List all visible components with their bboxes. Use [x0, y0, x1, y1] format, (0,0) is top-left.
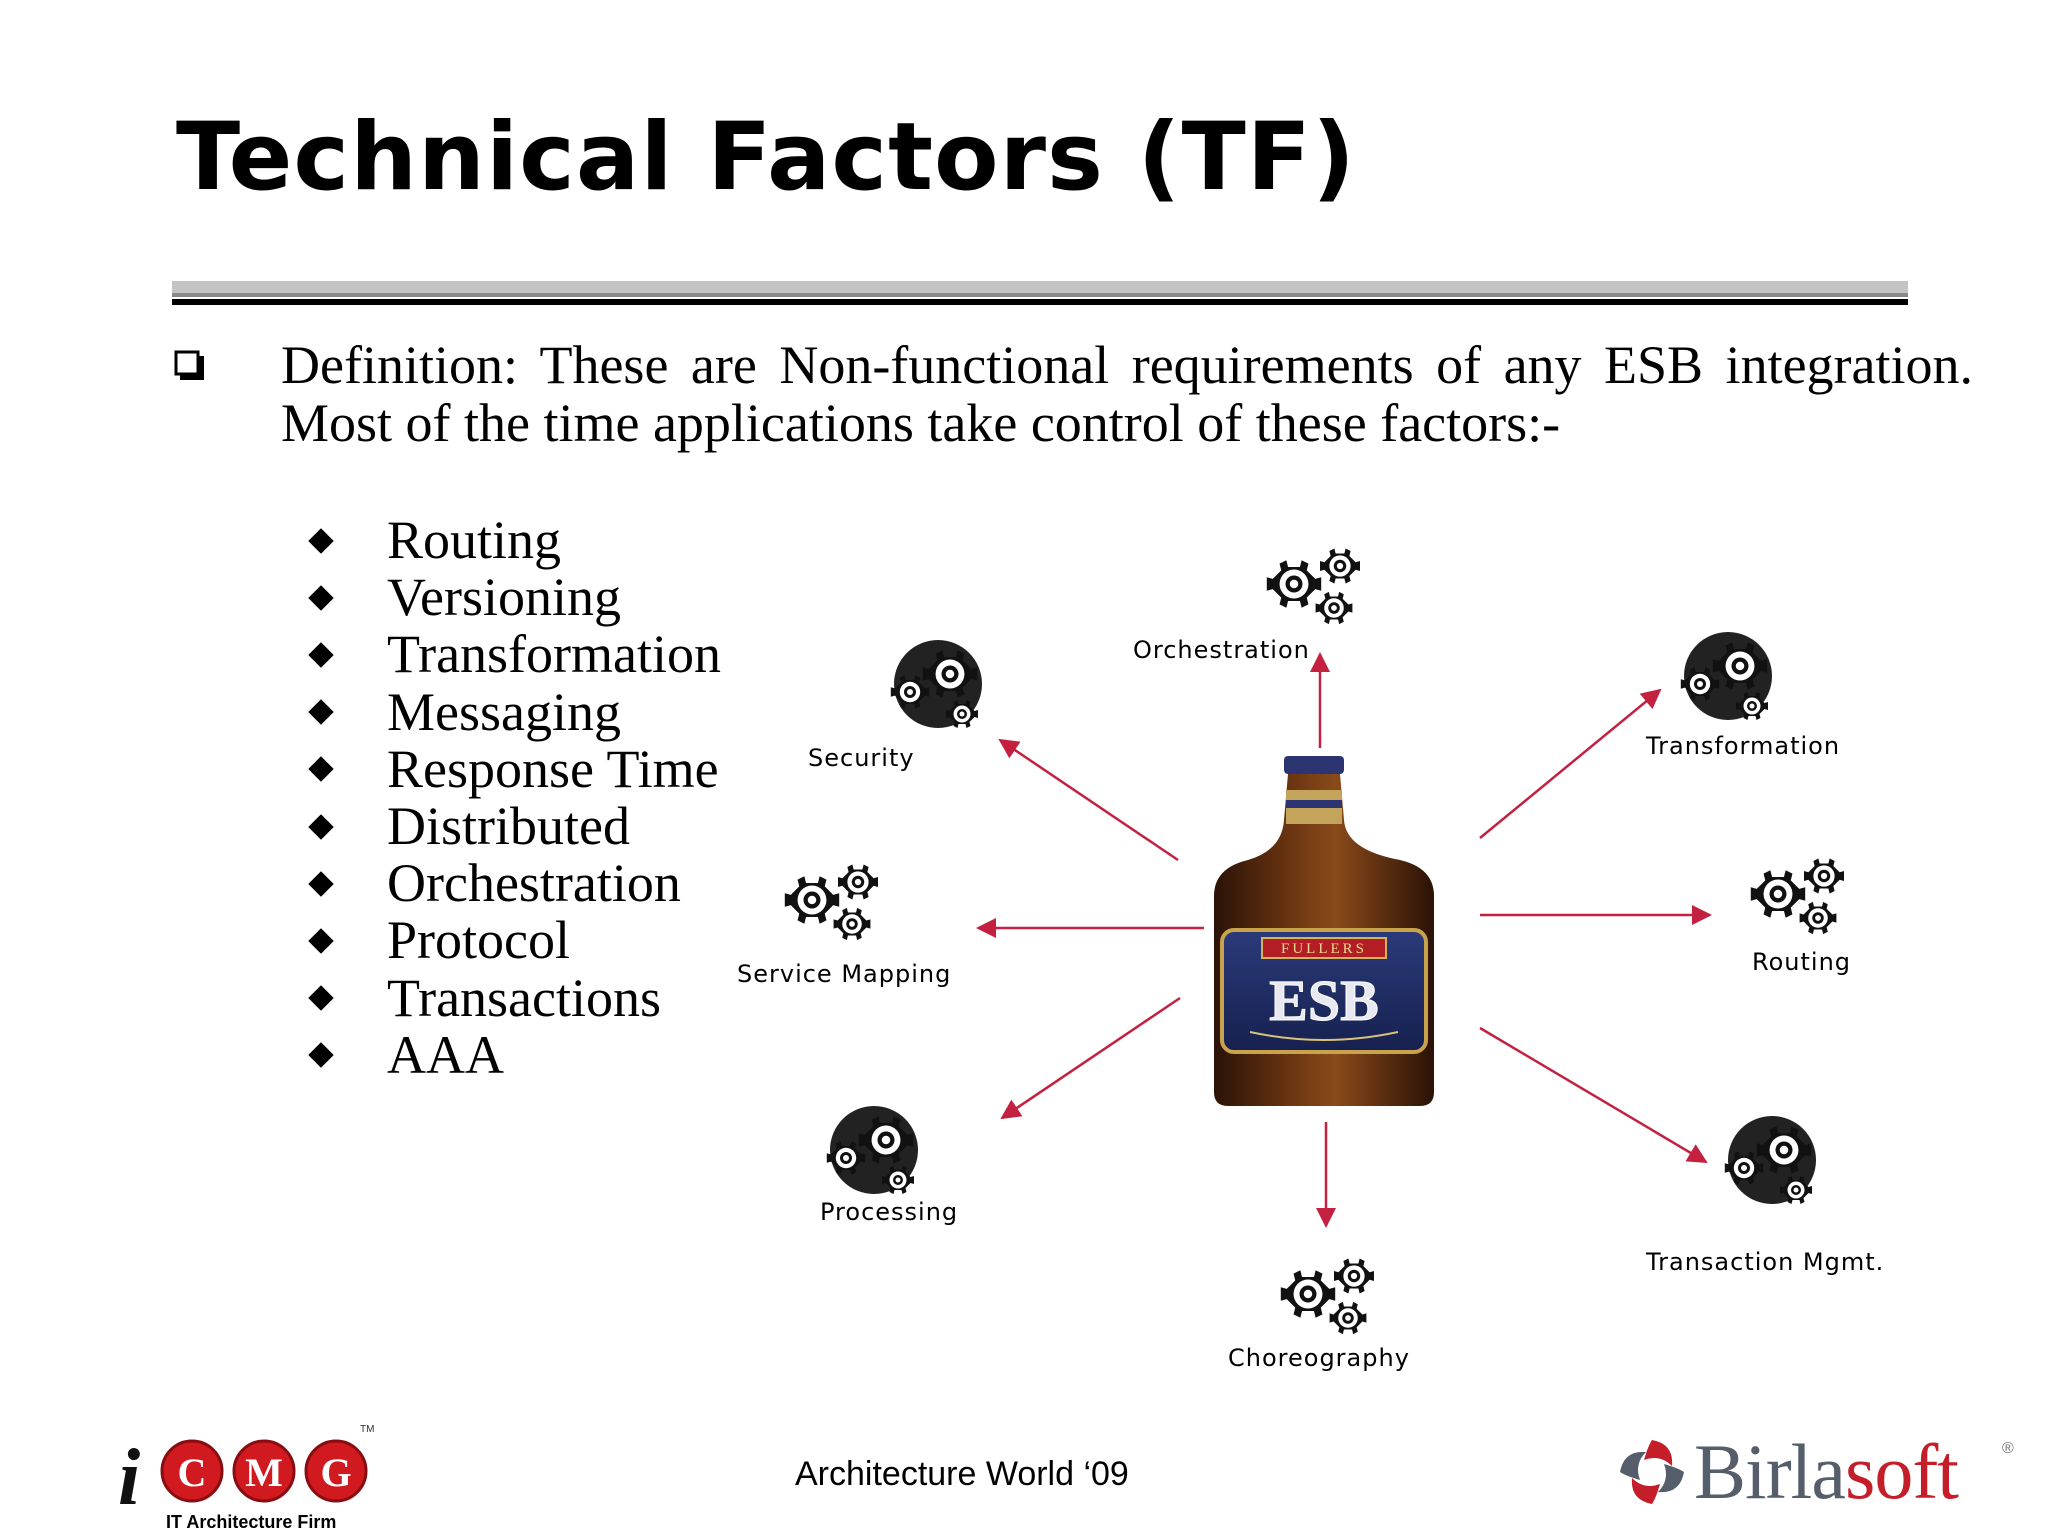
list-item: Versioning: [306, 569, 721, 626]
gears-orchestration-icon: [1267, 549, 1360, 625]
svg-text:C: C: [178, 1450, 207, 1495]
label-orchestration: Orchestration: [1133, 636, 1310, 664]
esb-bottle-label: ESB: [1269, 968, 1379, 1033]
gears-processing-icon: [827, 1106, 918, 1194]
list-item: Distributed: [306, 798, 721, 855]
arrow-transformation: [1479, 688, 1662, 839]
arrow-transaction-mgmt: [1479, 1026, 1708, 1164]
arrow-processing: [1000, 996, 1181, 1120]
label-transformation: Transformation: [1646, 732, 1841, 760]
label-choreography: Choreography: [1228, 1344, 1410, 1372]
gears-routing-icon: [1751, 859, 1844, 935]
registered-mark: ®: [2002, 1440, 2014, 1457]
icmg-logo: i C M G TM: [118, 1424, 374, 1522]
gears-security-icon: [891, 640, 982, 728]
arrow-security: [998, 738, 1179, 862]
svg-text:FULLERS: FULLERS: [1281, 941, 1367, 957]
birlasoft-logo-text: Birlasoft: [1694, 1428, 1959, 1515]
list-item: Response Time: [306, 740, 721, 798]
list-item: Transactions: [306, 969, 721, 1027]
factor-list: Routing Versioning Transformation Messag…: [306, 512, 721, 1084]
gears-service-mapping-icon: [785, 865, 878, 941]
label-processing: Processing: [820, 1198, 959, 1226]
svg-text:G: G: [320, 1450, 351, 1495]
list-item: AAA: [306, 1026, 721, 1084]
label-transaction-mgmt: Transaction Mgmt.: [1646, 1248, 1885, 1276]
svg-text:TM: TM: [360, 1424, 374, 1435]
list-item: Routing: [306, 512, 721, 569]
list-item: Messaging: [306, 683, 721, 741]
icmg-tagline: IT Architecture Firm: [166, 1512, 337, 1532]
arrows: [976, 652, 1712, 1228]
svg-text:M: M: [245, 1450, 283, 1495]
label-security: Security: [808, 744, 915, 772]
gears-transaction-mgmt-icon: [1725, 1116, 1816, 1204]
list-item: Transformation: [306, 626, 721, 683]
gears-choreography-icon: [1281, 1259, 1374, 1335]
svg-text:i: i: [118, 1434, 140, 1522]
birlasoft-swirl-icon: [1620, 1440, 1684, 1504]
title-divider: [172, 281, 1908, 305]
label-service-mapping: Service Mapping: [737, 960, 952, 988]
esb-bottle-icon: FULLERS ESB: [1214, 756, 1434, 1106]
gears-transformation-icon: [1681, 632, 1772, 720]
definition-text: Definition: These are Non-functional req…: [281, 335, 1973, 453]
footer-event: Architecture World ‘09: [795, 1455, 1129, 1493]
slide-title: Technical Factors (TF): [176, 103, 1356, 212]
list-item: Protocol: [306, 912, 721, 969]
list-item: Orchestration: [306, 855, 721, 912]
hollow-box-bullet-icon: [174, 350, 204, 380]
label-routing: Routing: [1752, 948, 1852, 976]
